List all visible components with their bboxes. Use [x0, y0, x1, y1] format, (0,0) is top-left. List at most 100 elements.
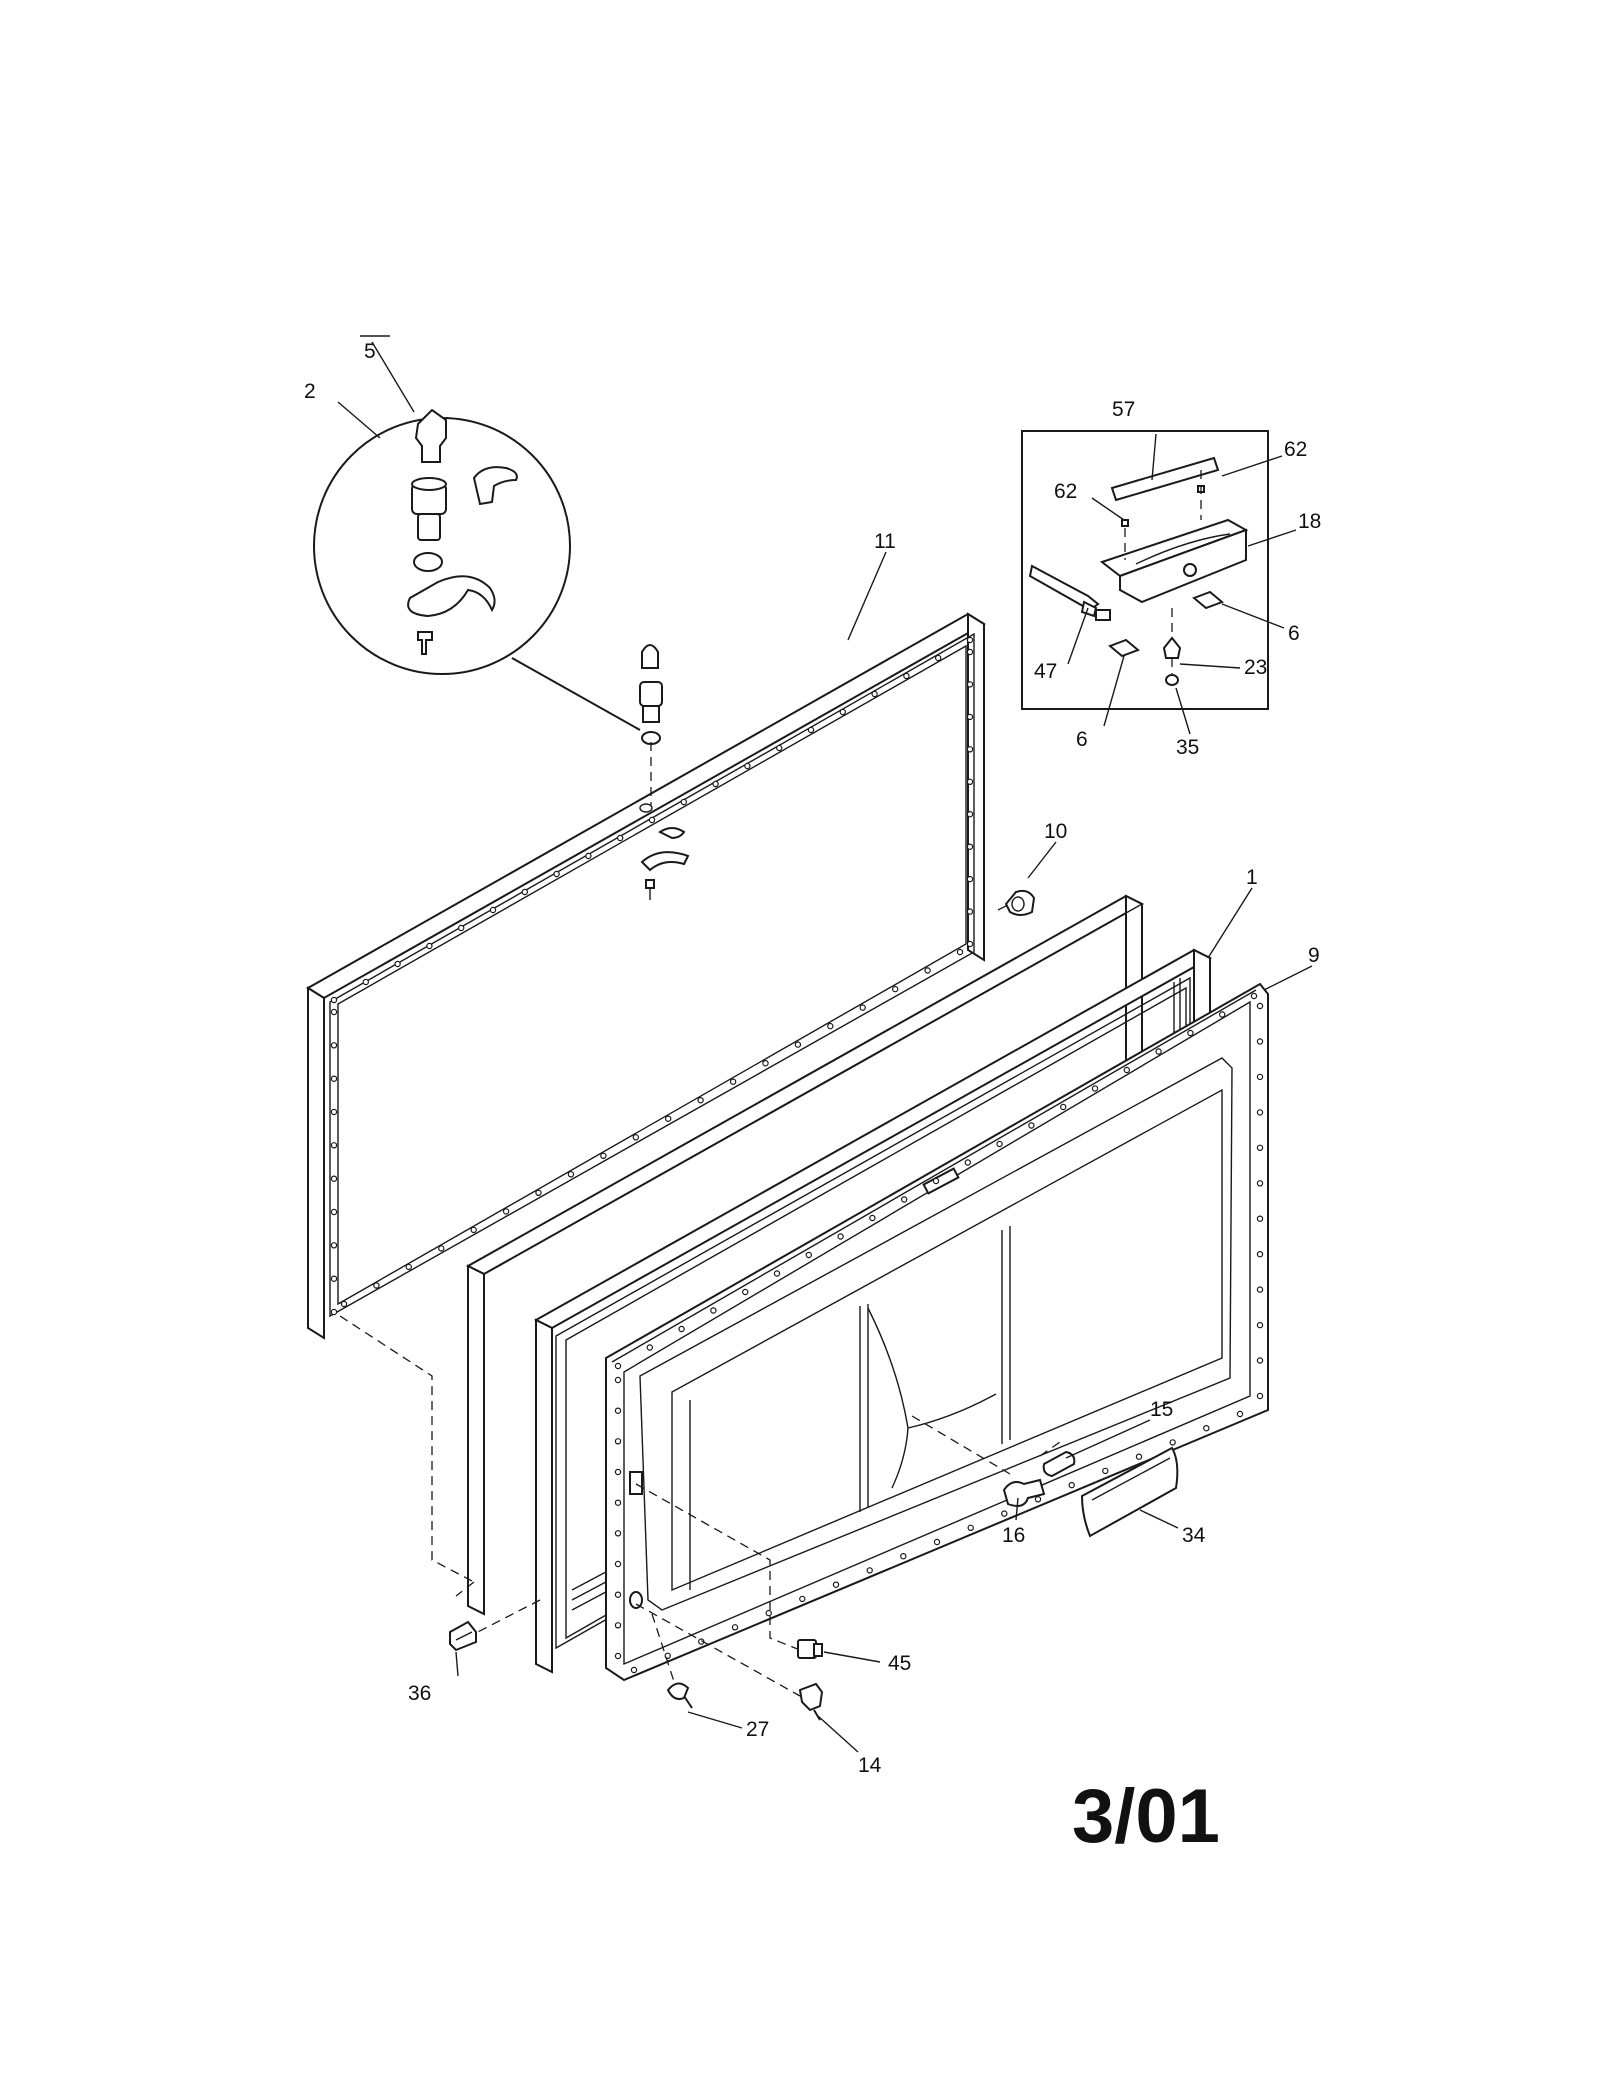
screw-hole — [996, 1140, 1003, 1148]
callout-16: 16 — [1002, 1524, 1025, 1547]
screw-hole — [773, 1270, 781, 1277]
screw-hole — [405, 1263, 412, 1271]
screw-hole — [794, 1041, 802, 1048]
screw-hole — [1135, 1453, 1143, 1460]
screw-hole — [614, 1591, 622, 1598]
screw-hole — [832, 1581, 840, 1588]
screw-hole — [330, 996, 338, 1004]
screw-hole — [966, 908, 974, 915]
screw-hole — [799, 1595, 806, 1603]
screw-hole — [458, 924, 465, 932]
callout-36: 36 — [408, 1682, 431, 1705]
screw-hole — [1256, 1357, 1264, 1364]
screw-hole — [614, 1376, 622, 1384]
screw-hole — [1034, 1496, 1042, 1503]
callout-10: 10 — [1044, 820, 1067, 843]
screw-hole — [966, 636, 974, 644]
screw-hole — [340, 1300, 348, 1308]
screw-hole — [901, 1196, 908, 1203]
screw-hole — [1256, 1109, 1264, 1116]
screw-hole — [1236, 1410, 1244, 1418]
callout-11: 11 — [874, 530, 896, 553]
screw-hole — [827, 1022, 834, 1030]
screw-hole — [614, 1499, 622, 1506]
screw-hole — [1068, 1481, 1075, 1489]
screw-hole — [1256, 1321, 1264, 1329]
clip-36 — [449, 1620, 477, 1652]
screw-hole — [521, 888, 529, 896]
screw-hole — [729, 1078, 737, 1085]
screw-hole — [933, 1538, 941, 1546]
handle-trim-34 — [1080, 1446, 1179, 1538]
screw-hole — [632, 1134, 640, 1141]
screw-hole — [1256, 1144, 1264, 1152]
screw-hole — [330, 1275, 338, 1282]
screw-hole — [648, 816, 656, 824]
screw-hole — [553, 870, 560, 878]
screw-hole — [762, 1059, 769, 1067]
screw-hole — [330, 1042, 338, 1049]
screw-hole — [956, 948, 964, 956]
callout-2: 2 — [304, 380, 316, 403]
callout-leaders — [337, 335, 1313, 1753]
screw-hole — [1256, 1002, 1264, 1010]
screw-hole — [712, 780, 719, 788]
screw-hole — [646, 1344, 654, 1351]
screw-hole — [394, 960, 401, 968]
screw-hole — [330, 1008, 338, 1016]
screw-hole — [330, 1175, 338, 1182]
screw-hole — [330, 1242, 338, 1249]
screw-hole — [892, 985, 899, 993]
callout-23: 23 — [1244, 656, 1267, 679]
screw-hole — [470, 1226, 477, 1234]
screw-hole — [614, 1622, 622, 1629]
screw-hole — [1256, 1215, 1264, 1222]
callout-57: 57 — [1112, 398, 1135, 421]
screw-hole — [966, 778, 974, 786]
screw-hole — [967, 1524, 974, 1532]
callout-62-right: 62 — [1284, 438, 1307, 461]
callout-5: 5 — [364, 340, 376, 363]
screw-hole — [614, 1530, 622, 1537]
screw-hole — [966, 648, 974, 656]
panel-screw-holes — [330, 636, 974, 1316]
screw-hole — [966, 940, 974, 948]
screw-hole — [1256, 1250, 1264, 1258]
screw-hole — [614, 1438, 622, 1445]
screw-hole — [614, 1362, 622, 1370]
screw-hole — [1250, 992, 1258, 1000]
screw-hole — [1102, 1467, 1109, 1475]
screw-hole — [1256, 1038, 1264, 1045]
screw-hole — [600, 1152, 607, 1160]
callout-6-right: 6 — [1288, 622, 1300, 645]
screw-hole — [1218, 1011, 1226, 1018]
screw-hole — [438, 1245, 445, 1252]
screw-hole — [697, 1096, 704, 1104]
screw-hole — [839, 708, 847, 716]
callout-9: 9 — [1308, 944, 1320, 967]
screw-hole — [567, 1171, 575, 1178]
screw-hole — [1256, 1180, 1264, 1187]
screw-hole — [966, 875, 974, 883]
screw-hole — [330, 1108, 338, 1116]
callout-35: 35 — [1176, 736, 1199, 759]
screw-hole — [903, 672, 910, 680]
screw-hole — [964, 1159, 972, 1166]
lock-detail-circle — [313, 408, 641, 731]
screw-hole — [1187, 1029, 1194, 1037]
screw-hole — [805, 1251, 813, 1259]
screw-hole — [1001, 1510, 1008, 1517]
screw-hole — [966, 681, 974, 688]
screw-hole — [900, 1552, 907, 1560]
inner-liner-panel — [605, 982, 1269, 1682]
sensor-14 — [798, 1682, 824, 1721]
screw-hole — [330, 1142, 338, 1149]
screw-hole — [776, 744, 783, 752]
callout-47: 47 — [1034, 660, 1057, 683]
screw-hole — [665, 1115, 672, 1122]
screw-hole — [744, 762, 751, 770]
screw-hole — [1256, 1392, 1264, 1400]
screw-hole — [373, 1282, 380, 1289]
screw-hole — [866, 1567, 873, 1574]
